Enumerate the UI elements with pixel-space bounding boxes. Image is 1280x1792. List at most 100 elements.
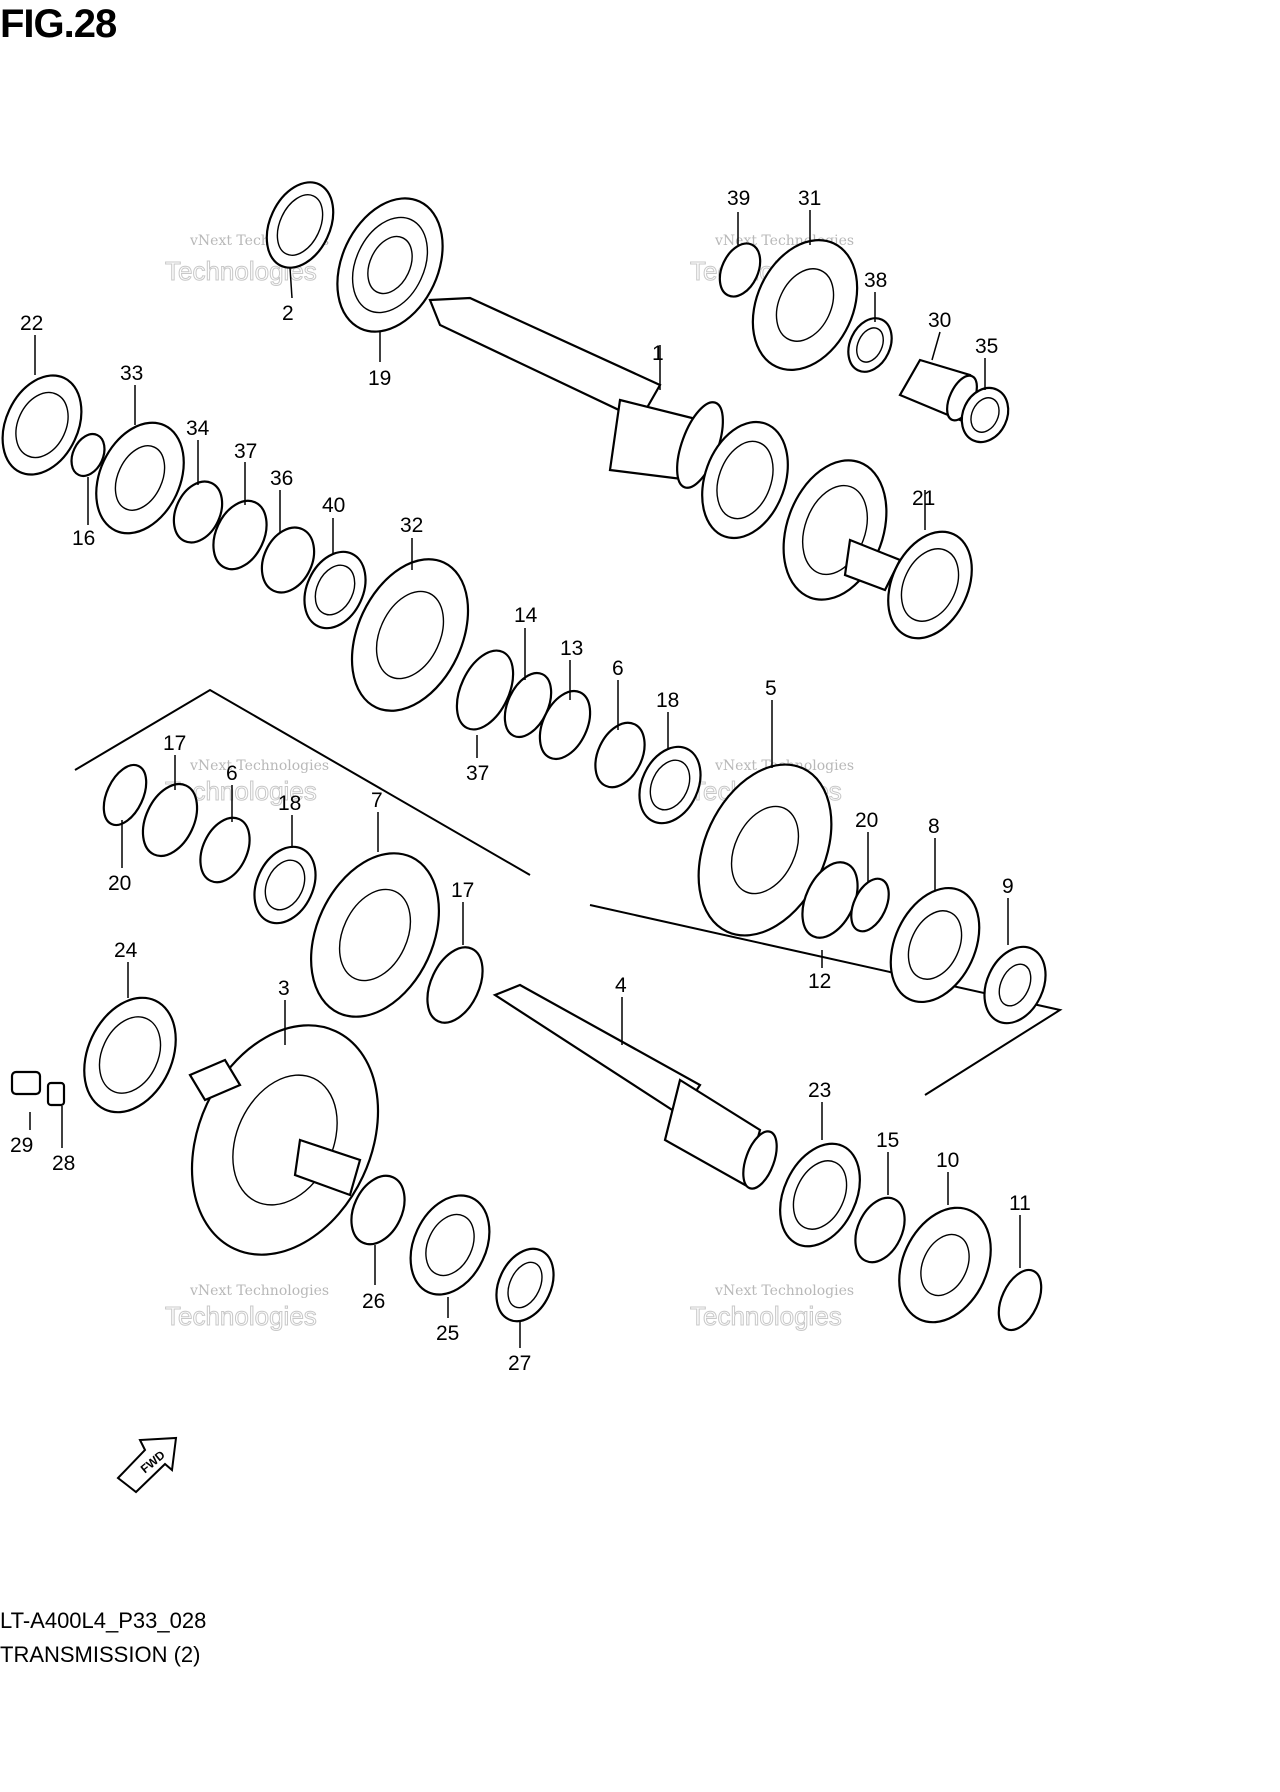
part-label-12: 12 xyxy=(808,970,831,993)
part-label-26: 26 xyxy=(362,1290,385,1313)
part-7-gear xyxy=(309,852,441,1018)
watermark-text: Technologies xyxy=(165,1301,317,1331)
part-22-bearing xyxy=(1,374,83,476)
part-23-bearing xyxy=(779,1142,861,1248)
part-label-34: 34 xyxy=(186,417,210,440)
part-label-2: 2 xyxy=(282,302,294,325)
figure-title: FIG.28 xyxy=(0,2,117,46)
part-37-washer xyxy=(455,649,515,731)
part-label-23: 23 xyxy=(808,1079,831,1102)
part-label-8: 8 xyxy=(928,815,940,838)
part-label-31: 31 xyxy=(798,187,821,210)
part-label-29: 29 xyxy=(10,1134,33,1157)
part-label-25: 25 xyxy=(436,1322,459,1345)
part-39-circlip xyxy=(718,242,762,298)
watermark-text: Technologies xyxy=(690,1301,842,1331)
part-18-needle-bearing xyxy=(638,745,702,825)
part-27-oil-seal xyxy=(495,1247,555,1323)
part-29-bolt xyxy=(10,1070,42,1096)
watermark-text: vNext Technologies xyxy=(714,1283,854,1299)
part-label-19: 19 xyxy=(368,367,391,390)
part-label-6: 6 xyxy=(226,762,238,785)
part-label-1: 1 xyxy=(652,342,664,365)
part-label-24: 24 xyxy=(114,939,138,962)
part-32-gear xyxy=(350,558,470,712)
part-11-circlip xyxy=(997,1268,1043,1332)
part-label-32: 32 xyxy=(400,514,423,537)
part-label-20: 20 xyxy=(108,872,131,895)
part-label-13: 13 xyxy=(560,637,583,660)
part-34-bushing xyxy=(172,480,224,544)
part-label-40: 40 xyxy=(322,494,345,517)
part-20-circlip xyxy=(102,763,148,827)
part-2-oil-seal xyxy=(265,181,335,269)
part-label-18: 18 xyxy=(278,792,301,815)
part-24-bearing xyxy=(83,996,177,1114)
part-1-main-shaft xyxy=(428,296,724,489)
part-label-22: 22 xyxy=(20,312,43,335)
part-label-35: 35 xyxy=(975,335,998,358)
model-code: LT-A400L4_P33_028 xyxy=(0,1608,207,1633)
part-label-21: 21 xyxy=(912,487,935,510)
part-label-17: 17 xyxy=(163,732,186,755)
leader-lines xyxy=(29,210,1021,1348)
part-10-gear xyxy=(898,1206,992,1324)
part-6-bushing xyxy=(594,721,646,789)
part-28-washer xyxy=(46,1081,66,1107)
part-20-circlip xyxy=(850,877,890,933)
part-label-14: 14 xyxy=(514,604,538,627)
part-label-33: 33 xyxy=(120,362,143,385)
part-13-lock-washer xyxy=(538,689,592,761)
part-18-needle-bearing xyxy=(253,845,317,925)
part-label-17: 17 xyxy=(451,879,474,902)
part-label-38: 38 xyxy=(864,269,887,292)
part-label-4: 4 xyxy=(615,974,627,997)
part-4-countershaft xyxy=(492,983,778,1190)
watermark-text: vNext Technologies xyxy=(189,1283,329,1299)
part-6-bushing xyxy=(199,816,251,884)
part-35-collar xyxy=(960,386,1010,444)
watermark-text: vNext Technologies xyxy=(189,758,329,774)
part-label-5: 5 xyxy=(765,677,777,700)
part-31-gear xyxy=(751,239,859,371)
part-36-bushing xyxy=(260,526,316,594)
part-38-needle-bearing xyxy=(847,317,893,373)
part-37-washer xyxy=(212,499,268,571)
part-label-9: 9 xyxy=(1002,875,1014,898)
diagram-name: TRANSMISSION (2) xyxy=(0,1642,201,1667)
part-40-needle-bearing xyxy=(303,550,367,630)
part-label-3: 3 xyxy=(278,977,290,1000)
part-label-16: 16 xyxy=(72,527,95,550)
part-label-10: 10 xyxy=(936,1149,959,1172)
part-label-7: 7 xyxy=(371,789,383,812)
part-label-15: 15 xyxy=(876,1129,899,1152)
part-33-gear xyxy=(95,421,185,535)
part-number-labels: 2 19 1 21 22 33 16 34 37 36 40 32 37 14 … xyxy=(10,187,1031,1375)
part-label-6: 6 xyxy=(612,657,624,680)
part-label-28: 28 xyxy=(52,1152,75,1175)
shaft-gear xyxy=(701,420,902,601)
part-9-spline-sleeve xyxy=(983,945,1047,1025)
part-label-37: 37 xyxy=(466,762,489,785)
part-label-27: 27 xyxy=(508,1352,531,1375)
part-label-11: 11 xyxy=(1009,1192,1031,1215)
part-8-gear xyxy=(889,886,981,1004)
part-label-39: 39 xyxy=(727,187,750,210)
part-17-washer xyxy=(426,946,484,1024)
part-label-20: 20 xyxy=(855,809,878,832)
part-16-washer xyxy=(70,432,106,478)
assembly-bracket-outline xyxy=(589,904,1063,1096)
part-17-washer xyxy=(141,782,199,858)
part-19-bearing xyxy=(336,197,444,333)
part-26-washer xyxy=(350,1174,406,1246)
part-label-30: 30 xyxy=(928,309,951,332)
part-3-output-gear xyxy=(188,1024,380,1256)
part-label-36: 36 xyxy=(270,467,293,490)
part-15-washer xyxy=(854,1196,906,1264)
part-25-bearing xyxy=(409,1194,491,1296)
part-label-37: 37 xyxy=(234,440,257,463)
assembly-bracket-outline xyxy=(74,688,531,876)
part-label-18: 18 xyxy=(656,689,679,712)
part-21-bearing xyxy=(887,530,973,640)
